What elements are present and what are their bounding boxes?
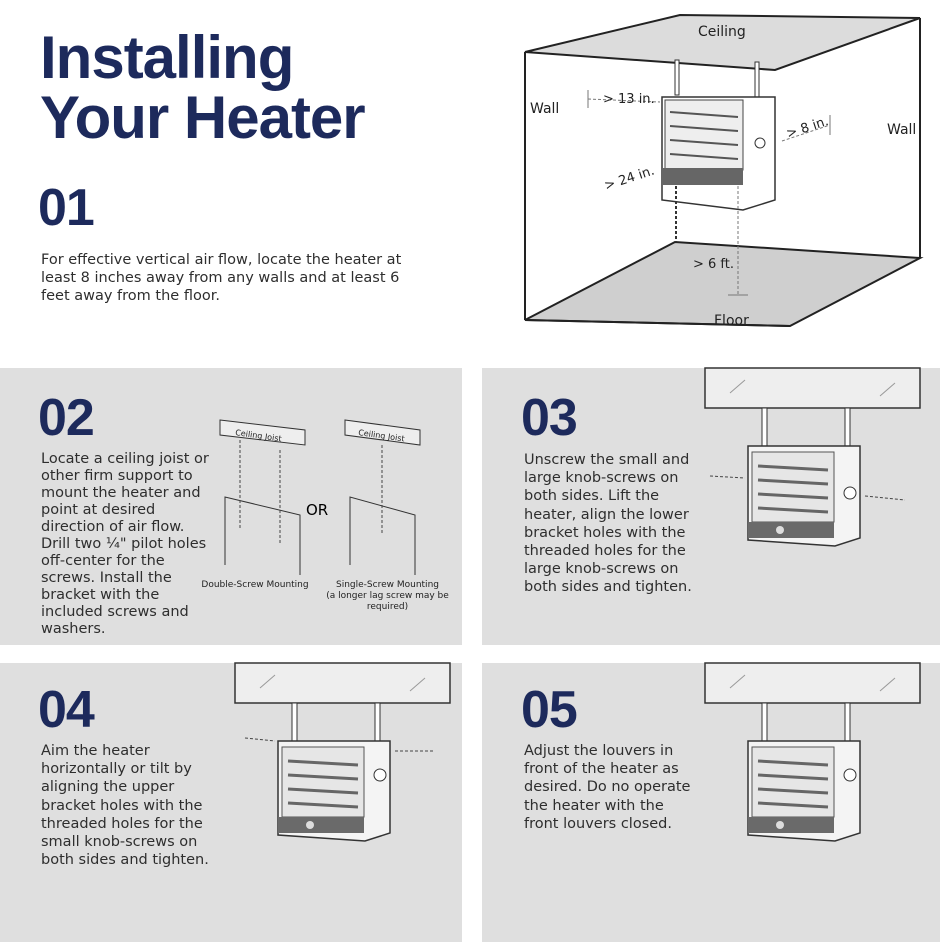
single-screw-caption: Single-Screw Mounting [336,580,439,590]
step-02-number: 02 [38,389,95,447]
knob-screw-icon [843,486,857,500]
floor-label: Floor [714,313,749,329]
step-01-text: For effective vertical air flow, locate … [41,252,402,304]
step-03-number: 03 [521,389,578,447]
step-05-text: Adjust the louvers in front of the heate… [524,743,691,832]
heater-icon [661,59,776,211]
heater-mount-illustration-4 [234,662,451,842]
knob-screw-icon [843,768,857,782]
heater-icon [277,740,391,842]
ceiling-beam-icon [704,662,921,704]
bracket-icon [349,496,416,575]
dist-floor-label: > 6 ft. [693,257,734,272]
dist-wall-label: > 8 in. [785,114,831,142]
step-05-number: 05 [521,681,578,739]
heater-icon [747,445,861,547]
ceiling-joist-icon [219,419,306,446]
double-screw-caption: Double-Screw Mounting [201,580,309,590]
title-line-1: Installing [40,24,294,91]
dist-below-label: > 24 in. [603,164,657,194]
bracket-diagram: Ceiling Joist Ceiling Joist OR [219,419,421,575]
heater-icon [747,740,861,842]
bracket-icon [224,496,301,575]
knob-screw-icon [373,768,387,782]
heater-mount-illustration-3 [704,367,921,547]
or-label: OR [306,501,328,519]
single-screw-note: (a longer lag screw may be required) [326,591,449,612]
step-02-text: Locate a ceiling joist or other firm sup… [41,451,209,637]
step-05-panel [482,663,940,942]
heater-mount-illustration-5 [704,662,921,842]
step-04-text: Aim the heater horizontally or tilt by a… [41,743,209,869]
title-line-2: Your Heater [40,84,366,151]
ceiling-label: Ceiling [698,24,746,40]
page-title: Installing Your Heater [40,24,366,151]
step-04-number: 04 [38,681,95,739]
ceiling-beam-icon [704,367,921,409]
dist-side-label: > 13 in. [603,92,655,107]
ceiling-beam-icon [234,662,451,704]
ceiling-joist-icon [344,419,421,446]
step-03-panel [482,368,940,645]
room-diagram: Ceiling Wall Wall Floor > 13 in. > 8 in.… [524,13,924,329]
wall-right-label: Wall [887,122,916,138]
step-03-text: Unscrew the small and large knob-screws … [524,452,692,596]
wall-left-label: Wall [530,101,559,117]
step-01-number: 01 [38,179,95,237]
